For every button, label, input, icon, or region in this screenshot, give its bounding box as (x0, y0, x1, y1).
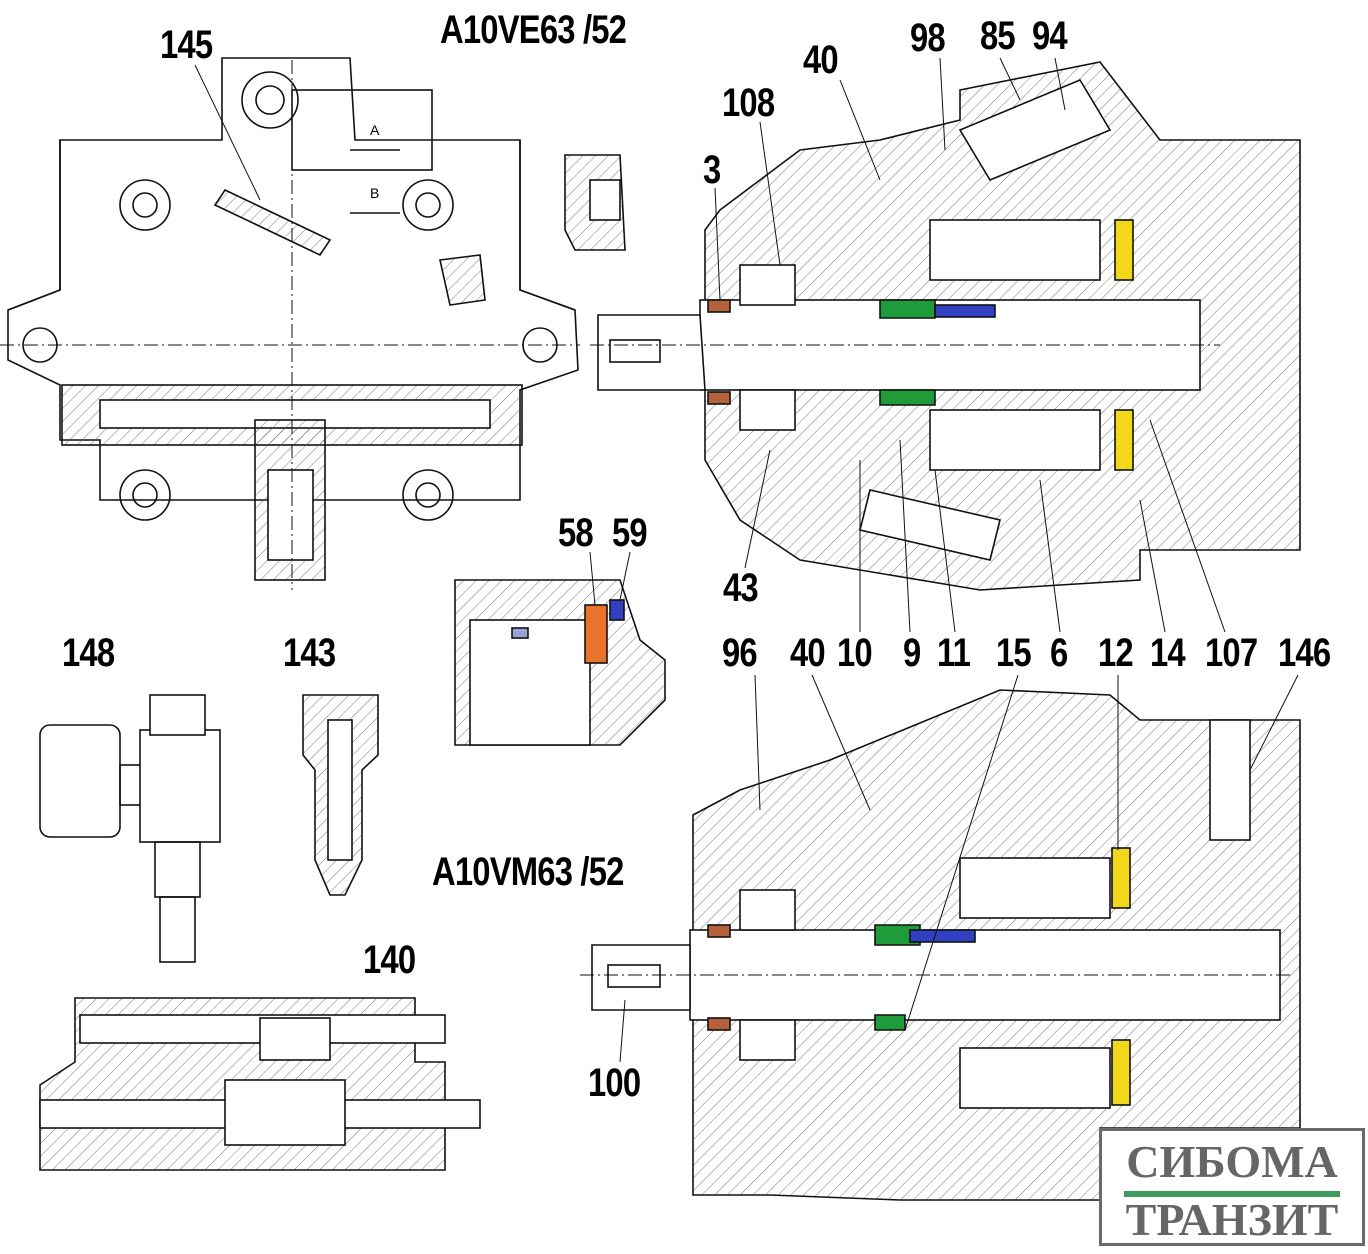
part-140-controller (39, 997, 481, 1171)
port-label-a: A (370, 122, 380, 138)
callout-9: 9 (903, 631, 921, 675)
callout-108: 108 (722, 81, 775, 125)
pump-section-bottom (580, 689, 1301, 1201)
callout-40-bottom: 40 (790, 631, 826, 675)
callout-96: 96 (722, 631, 758, 675)
callout-40-top: 40 (803, 38, 839, 82)
seal-detail (454, 579, 666, 746)
logo-line-1: СИБОМА (1126, 1136, 1338, 1187)
title-a10vm: A10VM63 /52 (432, 850, 624, 894)
callout-58: 58 (558, 511, 594, 555)
title-a10ve: A10VE63 /52 (440, 8, 627, 52)
callout-85: 85 (980, 14, 1016, 58)
callout-107: 107 (1205, 631, 1258, 675)
callout-10: 10 (837, 631, 873, 675)
callout-143: 143 (283, 631, 336, 675)
callout-11: 11 (937, 631, 971, 675)
callout-145: 145 (160, 23, 213, 67)
detail-section-top (564, 154, 626, 251)
part-143-valve (302, 694, 379, 896)
callout-15: 15 (996, 631, 1032, 675)
part-148-solenoid (39, 694, 221, 963)
pump-front-view (0, 57, 580, 590)
logo-divider (1124, 1191, 1340, 1197)
leader-lines (194, 57, 1299, 1063)
logo-line-2: ТРАНЗИТ (1125, 1194, 1339, 1245)
callout-59: 59 (612, 511, 648, 555)
callout-100: 100 (588, 1061, 641, 1105)
callout-94: 94 (1032, 14, 1068, 58)
port-label-b: B (370, 185, 380, 201)
company-logo: СИБОМА ТРАНЗИТ (1099, 1128, 1365, 1246)
callout-146: 146 (1278, 631, 1331, 675)
callout-12: 12 (1098, 631, 1134, 675)
callout-6: 6 (1050, 631, 1068, 675)
callout-148: 148 (62, 631, 115, 675)
callout-3: 3 (703, 148, 721, 192)
callout-14: 14 (1150, 631, 1186, 675)
callout-98: 98 (910, 16, 946, 60)
callout-43: 43 (723, 566, 759, 610)
pump-section-top (590, 61, 1301, 591)
callout-140: 140 (363, 938, 416, 982)
